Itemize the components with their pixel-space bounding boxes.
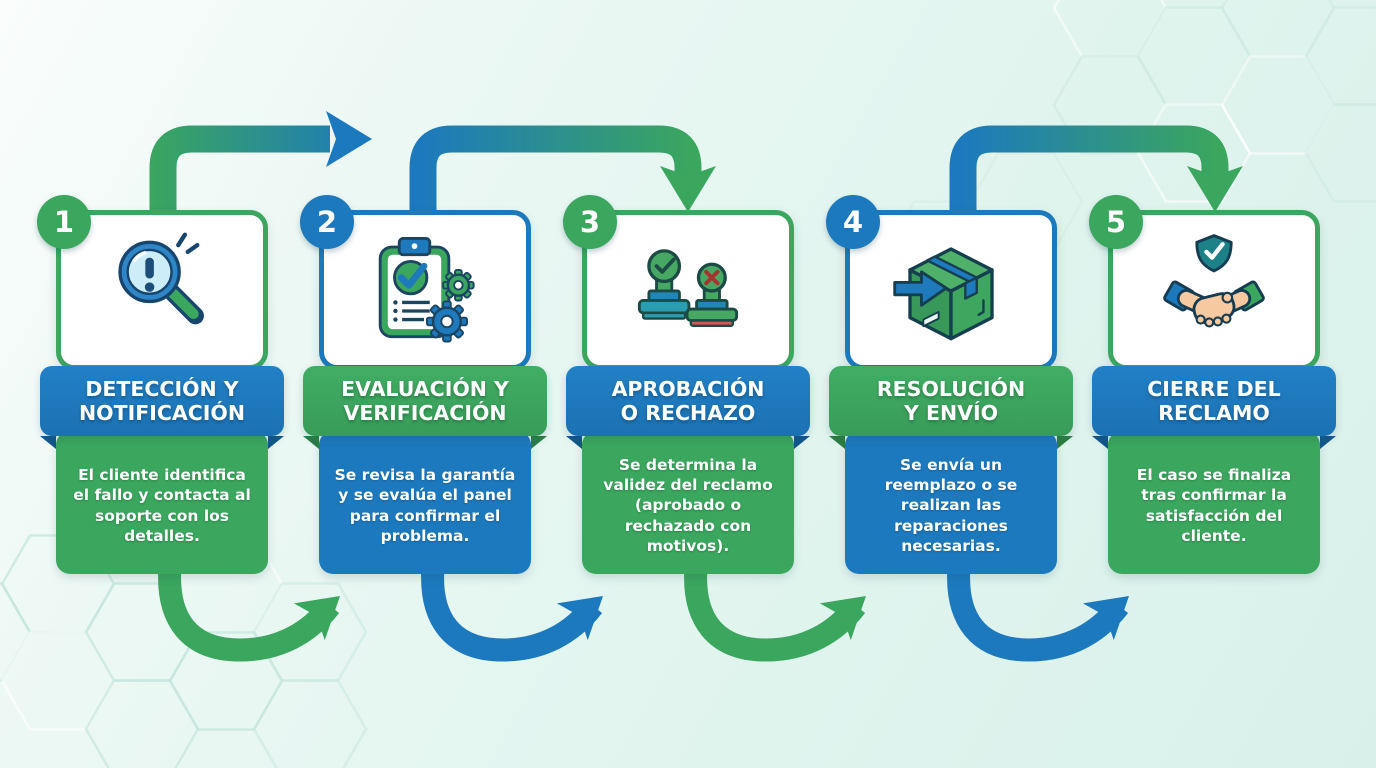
handshake-shield-icon — [1163, 234, 1265, 328]
step-title-line-1: RESOLUCIÓN — [876, 376, 1026, 401]
ribbon-fold — [829, 436, 845, 449]
step-title: CIERRE DEL RECLAMO — [1092, 366, 1336, 449]
step-card-1: 1 DETECCIÓN Y NOTIFICACIÓN El cliente id… — [37, 195, 284, 585]
step-icon-box — [319, 210, 531, 370]
ribbon-fold — [566, 436, 582, 449]
shipping-box-icon — [893, 247, 994, 341]
step-description: Se envía un reemplazo o se realizan las … — [845, 431, 1057, 574]
ribbon-fold — [1057, 436, 1073, 449]
ribbon-fold — [531, 436, 547, 449]
bottom-arrow-1-2 — [158, 565, 340, 662]
step-title-line-1: EVALUACIÓN Y — [341, 376, 509, 401]
top-arrow-4-5 — [949, 125, 1243, 216]
top-arrow-1-2 — [149, 111, 372, 216]
step-card-4: 4 RESOLUCIÓN Y ENVÍO Se envía un reempla… — [826, 195, 1073, 585]
step-number-badge: 2 — [300, 195, 354, 249]
step-description: Se determina la validez del reclamo (apr… — [582, 431, 794, 574]
step-title-line-2: VERIFICACIÓN — [343, 401, 507, 425]
top-arrow-2-3 — [409, 125, 716, 216]
step-title-line-1: APROBACIÓN — [611, 376, 765, 401]
step-title-line-1: DETECCIÓN Y — [85, 376, 239, 401]
magnifier-alert-icon — [118, 232, 204, 325]
ribbon-fold — [1320, 436, 1336, 449]
step-number-badge: 1 — [37, 195, 91, 249]
step-card-5: 5 CIERRE DEL RECLAMO El caso se finaliz — [1089, 195, 1336, 585]
step-number-badge: 3 — [563, 195, 617, 249]
step-title: RESOLUCIÓN Y ENVÍO — [829, 366, 1073, 449]
ribbon-fold — [268, 436, 284, 449]
step-title-line-2: O RECHAZO — [620, 401, 756, 425]
step-title-line-2: RECLAMO — [1158, 401, 1270, 425]
step-title: APROBACIÓN O RECHAZO — [566, 366, 810, 449]
ribbon-fold — [794, 436, 810, 449]
clipboard-check-gears-icon — [378, 237, 475, 343]
ribbon-fold — [1092, 436, 1108, 449]
step-title: EVALUACIÓN Y VERIFICACIÓN — [303, 366, 547, 449]
ribbon-fold — [303, 436, 319, 449]
step-description: Se revisa la garantía y se evalúa el pan… — [319, 431, 531, 574]
step-number-badge: 4 — [826, 195, 880, 249]
bottom-arrow-4-5 — [947, 565, 1129, 662]
step-number-badge: 5 — [1089, 195, 1143, 249]
ribbon-fold — [40, 436, 56, 449]
step-title: DETECCIÓN Y NOTIFICACIÓN — [40, 366, 284, 449]
approve-stamp — [637, 249, 691, 320]
step-title-line-2: Y ENVÍO — [903, 401, 999, 425]
bottom-arrow-2-3 — [421, 565, 603, 662]
bottom-arrow-3-4 — [684, 565, 866, 662]
step-icon-box — [56, 210, 268, 370]
reject-stamp — [685, 262, 739, 327]
approve-reject-stamps-icon — [637, 249, 739, 327]
step-description: El caso se finaliza tras confirmar la sa… — [1108, 431, 1320, 574]
step-icon-box — [582, 210, 794, 370]
step-title-line-2: NOTIFICACIÓN — [79, 401, 245, 425]
step-title-line-1: CIERRE DEL — [1147, 376, 1281, 401]
step-card-2: 2 — [300, 195, 547, 585]
step-card-3: 3 APROBACIÓN O RECHAZO — [563, 195, 810, 585]
step-description: El cliente identifica el fallo y contact… — [56, 431, 268, 574]
